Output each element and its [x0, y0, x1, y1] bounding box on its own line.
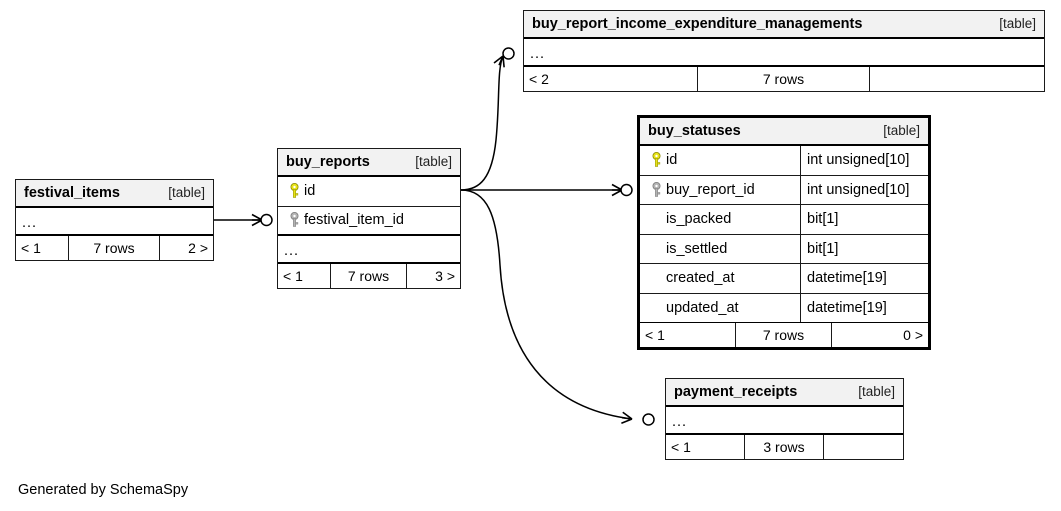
foreign-key-icon: [646, 181, 666, 198]
column-type: datetime[19]: [800, 293, 928, 322]
table-type-tag: [table]: [883, 123, 920, 139]
foreign-key-icon: [284, 212, 304, 228]
table-title: festival_items: [24, 184, 120, 201]
column-type: datetime[19]: [800, 264, 928, 293]
table-type-tag: [table]: [858, 384, 895, 400]
table-footer: < 1 7 rows 3 >: [278, 264, 460, 288]
footer-parents-count: < 1: [16, 236, 69, 260]
edge-endpoint-circle: [260, 213, 273, 227]
table-columns: id festival_item_id: [278, 177, 460, 236]
table-row[interactable]: is_settled bit[1]: [640, 234, 928, 264]
table-type-tag: [table]: [999, 16, 1036, 32]
column-name-cell: created_at: [640, 264, 800, 293]
table-header[interactable]: festival_items [table]: [16, 180, 213, 208]
table-row[interactable]: is_packed bit[1]: [640, 205, 928, 235]
primary-key-icon: [284, 183, 304, 199]
column-name-cell: updated_at: [640, 294, 800, 323]
column-name: is_packed: [666, 211, 732, 227]
primary-key-icon: [646, 152, 666, 168]
footer-parents-count: < 1: [640, 323, 736, 347]
table-row[interactable]: id int unsigned[10]: [640, 146, 928, 176]
edge-endpoint-circle: [502, 47, 515, 60]
table-columns: id int unsigned[10] b: [640, 146, 928, 323]
column-name: created_at: [666, 270, 735, 286]
table-row[interactable]: created_at datetime[19]: [640, 264, 928, 294]
footer-children-count: [824, 435, 903, 459]
column-type: bit[1]: [800, 234, 928, 263]
table-row[interactable]: buy_report_id int unsigned[10]: [640, 175, 928, 205]
column-type: bit[1]: [800, 205, 928, 234]
column-name-cell: is_packed: [640, 205, 800, 234]
table-header[interactable]: payment_receipts [table]: [666, 379, 903, 407]
table-footer: < 1 3 rows: [666, 435, 903, 459]
generated-by-credit: Generated by SchemaSpy: [18, 482, 189, 498]
edge-buy_reports-to-payment_receipts: [460, 189, 633, 424]
table-title: buy_report_income_expenditure_management…: [532, 15, 863, 32]
table-title: payment_receipts: [674, 383, 798, 400]
table-footer: < 1 7 rows 0 >: [640, 323, 928, 347]
footer-row-count: 3 rows: [745, 435, 824, 459]
table-title: buy_reports: [286, 153, 370, 170]
footer-row-count: 7 rows: [69, 236, 160, 260]
table-node-buy-reports[interactable]: buy_reports [table] id: [277, 148, 461, 289]
table-footer: < 2 7 rows: [524, 67, 1044, 91]
table-header[interactable]: buy_report_income_expenditure_management…: [524, 11, 1044, 39]
edge-buy_reports-to-buy_report_income_expenditure_managements: [460, 55, 505, 191]
table-ellipsis-row: ...: [16, 208, 213, 236]
footer-children-count: 3 >: [435, 268, 455, 284]
footer-row-count: 7 rows: [331, 264, 407, 288]
column-name: id: [304, 183, 316, 199]
column-type: int unsigned[10]: [800, 146, 928, 175]
column-name: buy_report_id: [666, 181, 755, 198]
table-footer: < 1 7 rows 2 >: [16, 236, 213, 260]
edge-endpoint-circle: [642, 413, 655, 426]
footer-parents-count: < 1: [278, 264, 331, 288]
footer-children-count: 2 >: [188, 240, 208, 256]
footer-parents-count: < 1: [666, 435, 745, 459]
table-row[interactable]: festival_item_id: [278, 207, 460, 236]
table-type-tag: [table]: [415, 154, 452, 170]
table-ellipsis-row: ...: [278, 236, 460, 264]
column-name-cell: buy_report_id: [640, 176, 800, 205]
table-row[interactable]: id: [278, 177, 460, 207]
column-name-cell: is_settled: [640, 235, 800, 264]
column-name-cell: id: [640, 146, 800, 175]
table-node-festival-items[interactable]: festival_items [table] ... < 1 7 rows 2 …: [15, 179, 214, 261]
column-type: int unsigned[10]: [800, 175, 928, 204]
footer-children-count: [870, 67, 1044, 91]
footer-row-count: 7 rows: [698, 67, 870, 91]
table-ellipsis-row: ...: [524, 39, 1044, 67]
table-ellipsis-row: ...: [666, 407, 903, 435]
table-header[interactable]: buy_reports [table]: [278, 149, 460, 177]
footer-parents-count: < 2: [524, 67, 698, 91]
column-name: is_settled: [666, 240, 728, 257]
table-node-payment-receipts[interactable]: payment_receipts [table] ... < 1 3 rows: [665, 378, 904, 460]
table-type-tag: [table]: [168, 185, 205, 201]
footer-row-count: 7 rows: [736, 323, 832, 347]
table-title: buy_statuses: [648, 122, 741, 139]
column-name-cell: id: [278, 177, 460, 206]
table-node-buy-report-income-expenditure-managements[interactable]: buy_report_income_expenditure_management…: [523, 10, 1045, 92]
column-name: festival_item_id: [304, 212, 404, 228]
column-name: updated_at: [666, 299, 739, 316]
table-node-buy-statuses[interactable]: buy_statuses [table] id: [637, 115, 931, 350]
table-row[interactable]: updated_at datetime[19]: [640, 293, 928, 323]
edge-endpoint-circle: [620, 183, 633, 197]
column-name-cell: festival_item_id: [278, 207, 460, 235]
table-header[interactable]: buy_statuses [table]: [640, 118, 928, 146]
footer-children-count: 0 >: [903, 327, 923, 343]
column-name: id: [666, 152, 678, 168]
